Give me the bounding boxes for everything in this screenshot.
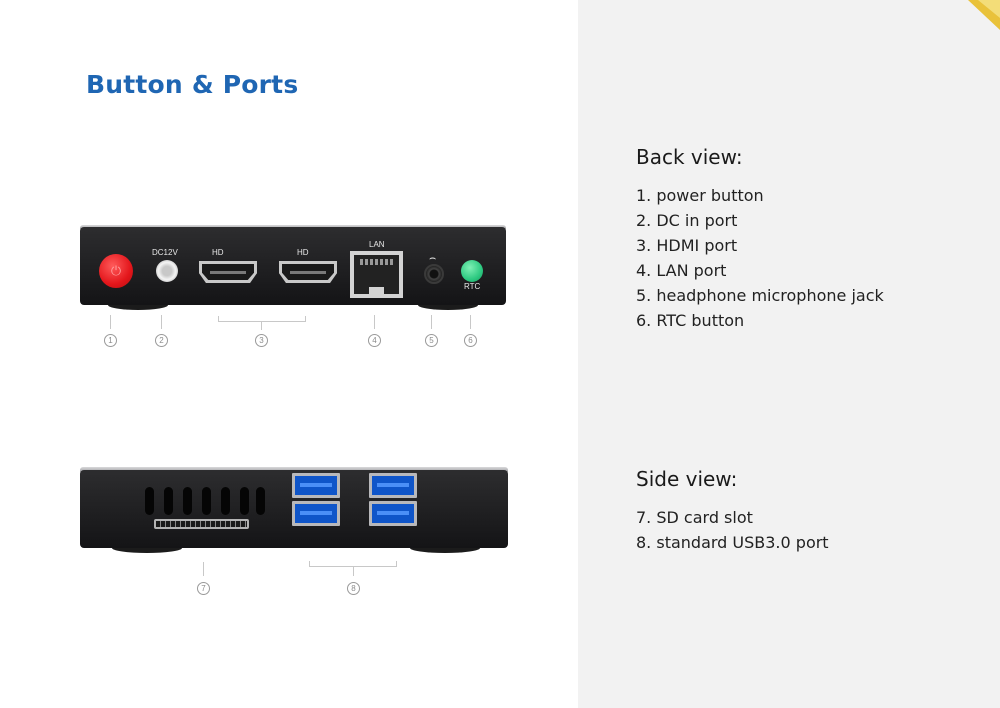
- vent-slot: [221, 487, 230, 515]
- side-view-section: Side view: 7. SD card slot 8. standard U…: [636, 467, 829, 555]
- callout-8: 8: [347, 582, 360, 595]
- back-view-list: 1. power button 2. DC in port 3. HDMI po…: [636, 183, 884, 333]
- vent-slot: [164, 487, 173, 515]
- rtc-button[interactable]: [461, 260, 483, 282]
- leader-line-3: [261, 322, 262, 330]
- usb3-port: [292, 473, 340, 498]
- leader-bracket-3-right: [305, 316, 306, 322]
- vent-slot: [145, 487, 154, 515]
- leader-bracket-8: [309, 566, 397, 567]
- vent-slot: [183, 487, 192, 515]
- dc-in-port: [156, 260, 178, 282]
- callout-6: 6: [464, 334, 477, 347]
- callout-4: 4: [368, 334, 381, 347]
- callout-7: 7: [197, 582, 210, 595]
- leader-line-7: [203, 562, 204, 576]
- list-item: 3. HDMI port: [636, 236, 738, 255]
- power-icon: ⏻: [110, 263, 122, 279]
- list-item: 1. power button: [636, 186, 764, 205]
- device-foot: [410, 543, 480, 553]
- list-item: 6. RTC button: [636, 311, 745, 330]
- hdmi-label-1: HD: [212, 248, 224, 257]
- leader-line-1: [110, 315, 111, 329]
- right-panel-background: [578, 0, 1000, 708]
- callout-3: 3: [255, 334, 268, 347]
- lan-label: LAN: [369, 240, 385, 249]
- power-button[interactable]: ⏻: [99, 254, 133, 288]
- headphone-icon: ⌢: [429, 252, 437, 264]
- leader-bracket-8-right: [396, 561, 397, 567]
- leader-line-4: [374, 315, 375, 329]
- sd-card-slot: [154, 519, 249, 529]
- dc-label: DC12V: [152, 248, 178, 257]
- side-device-top-edge: [80, 467, 508, 472]
- vent-slot: [256, 487, 265, 515]
- side-view-heading: Side view:: [636, 467, 738, 491]
- list-item: 2. DC in port: [636, 211, 738, 230]
- vent-slot: [202, 487, 211, 515]
- device-foot: [108, 300, 168, 310]
- list-item: 4. LAN port: [636, 261, 727, 280]
- callout-2: 2: [155, 334, 168, 347]
- corner-decoration-icon: [968, 0, 1000, 30]
- back-view-heading: Back view:: [636, 145, 743, 169]
- back-view-section: Back view: 1. power button 2. DC in port…: [636, 145, 884, 333]
- usb3-port: [369, 501, 417, 526]
- list-item: 7. SD card slot: [636, 508, 753, 527]
- device-foot: [418, 300, 478, 310]
- leader-bracket-8-left: [309, 561, 310, 567]
- leader-bracket-3: [218, 321, 306, 322]
- device-foot: [112, 543, 182, 553]
- leader-line-5: [431, 315, 432, 329]
- leader-bracket-3-left: [218, 316, 219, 322]
- usb3-port: [369, 473, 417, 498]
- hdmi-port-2: [279, 261, 337, 283]
- headphone-jack: [424, 264, 444, 284]
- hdmi-port-1: [199, 261, 257, 283]
- list-item: 8. standard USB3.0 port: [636, 533, 829, 552]
- rtc-label: RTC: [464, 282, 481, 291]
- page-title: Button & Ports: [86, 70, 299, 99]
- callout-1: 1: [104, 334, 117, 347]
- callout-5: 5: [425, 334, 438, 347]
- usb3-port: [292, 501, 340, 526]
- leader-line-2: [161, 315, 162, 329]
- leader-line-6: [470, 315, 471, 329]
- side-view-list: 7. SD card slot 8. standard USB3.0 port: [636, 505, 829, 555]
- hdmi-label-2: HD: [297, 248, 309, 257]
- lan-port: [350, 251, 403, 298]
- vent-slot: [240, 487, 249, 515]
- leader-line-8: [353, 567, 354, 576]
- list-item: 5. headphone microphone jack: [636, 286, 884, 305]
